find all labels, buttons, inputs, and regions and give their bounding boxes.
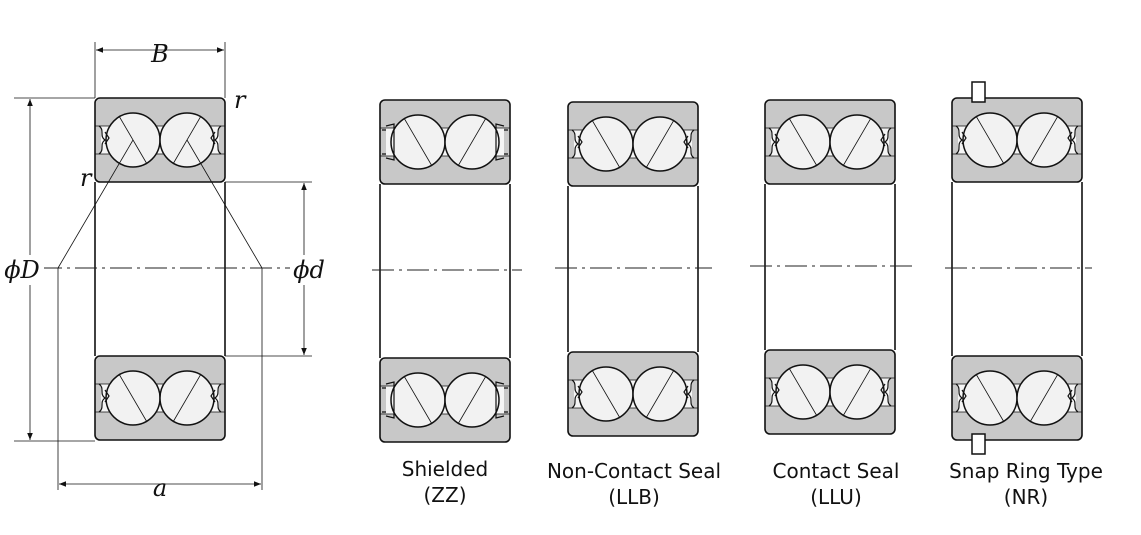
caption-shielded-name: Shielded <box>402 457 488 481</box>
bearing-contact-seal: Contact Seal (LLU) <box>750 99 912 509</box>
bearing-non-contact-seal: Non-Contact Seal (LLB) <box>547 101 721 509</box>
caption-non-contact-code: (LLB) <box>608 485 660 509</box>
width-label: B <box>150 40 169 68</box>
radius-label-side: r <box>80 164 93 192</box>
outer-diameter-label: ϕD <box>4 256 40 284</box>
bearing-shielded: Shielded (ZZ) <box>372 99 522 507</box>
caption-shielded-code: (ZZ) <box>423 483 466 507</box>
caption-non-contact-name: Non-Contact Seal <box>547 459 721 483</box>
radius-label-top: r <box>234 86 247 114</box>
caption-contact-code: (LLU) <box>810 485 862 509</box>
spread-label: a <box>153 474 167 502</box>
caption-snap-ring-name: Snap Ring Type <box>949 459 1103 483</box>
caption-snap-ring-code: (NR) <box>1004 485 1048 509</box>
snap-ring-top <box>971 81 986 103</box>
bore-diameter-label: ϕd <box>293 256 325 284</box>
caption-contact-name: Contact Seal <box>773 459 900 483</box>
snap-ring-bottom <box>971 433 986 455</box>
dimension-drawing: B ϕD ϕd a r r <box>4 40 330 502</box>
bearing-snap-ring: Snap Ring Type (NR) <box>945 81 1103 509</box>
